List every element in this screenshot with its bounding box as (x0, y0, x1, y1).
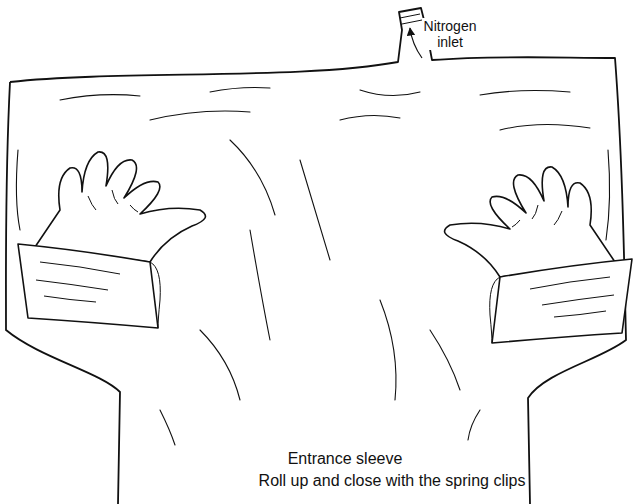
inlet-label: Nitrogen inlet (422, 18, 479, 50)
instruction-note: Roll up and close with the spring clips (257, 472, 528, 490)
leader-arrow (410, 28, 422, 58)
sleeve-label: Entrance sleeve (286, 450, 405, 468)
